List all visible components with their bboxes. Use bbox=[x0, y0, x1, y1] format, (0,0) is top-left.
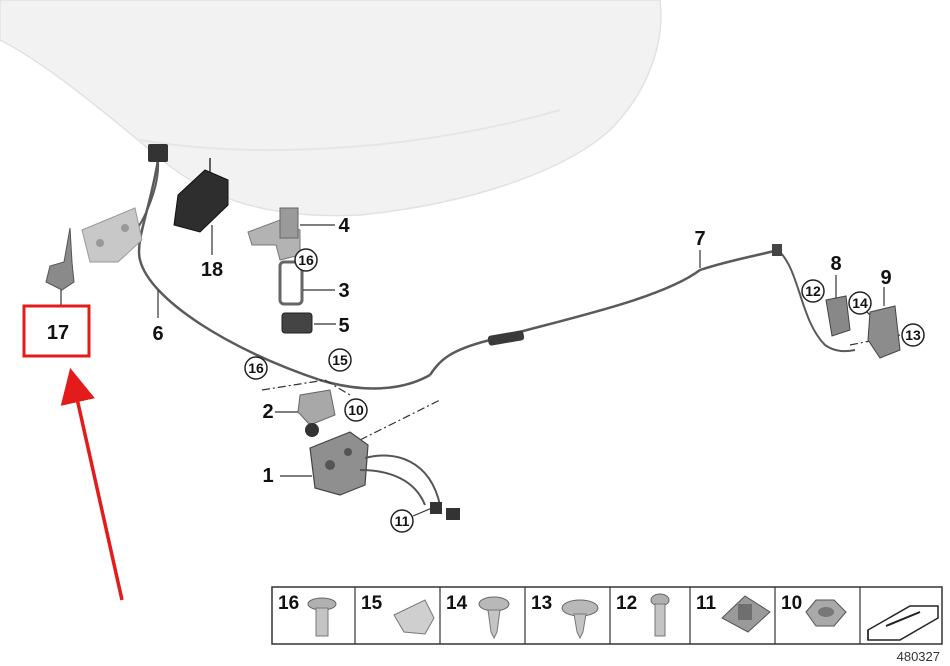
svg-text:16: 16 bbox=[298, 252, 314, 268]
svg-text:16: 16 bbox=[248, 360, 264, 376]
circled-callout-11: 11 bbox=[390, 507, 433, 533]
callout-6: 6 bbox=[152, 323, 163, 345]
part-4-bracket bbox=[247, 207, 335, 261]
svg-text:14: 14 bbox=[446, 593, 468, 614]
callout-5: 5 bbox=[338, 315, 349, 337]
part-5-pad bbox=[281, 312, 336, 334]
orientation-symbol-icon bbox=[867, 605, 939, 641]
callout-18: 18 bbox=[201, 259, 223, 281]
svg-text:15: 15 bbox=[332, 352, 348, 368]
fastener-13-screw-icon: 13 bbox=[531, 593, 599, 640]
callout-2: 2 bbox=[262, 401, 273, 423]
highlight-part-17: 17 bbox=[22, 290, 91, 358]
cable-7 bbox=[428, 244, 856, 376]
callout-17: 17 bbox=[47, 322, 69, 344]
circled-callout-14: 14 bbox=[848, 291, 872, 315]
part-3-gasket bbox=[278, 260, 335, 306]
svg-text:13: 13 bbox=[531, 593, 552, 614]
callout-9: 9 bbox=[880, 267, 891, 289]
fastener-14-screw-icon: 14 bbox=[446, 593, 510, 640]
svg-text:15: 15 bbox=[361, 593, 383, 614]
callout-8: 8 bbox=[830, 253, 841, 275]
fastener-12-bolt-icon: 12 bbox=[616, 593, 670, 637]
red-arrow-icon bbox=[60, 367, 124, 601]
part-17-bracket bbox=[45, 227, 75, 291]
svg-text:12: 12 bbox=[616, 593, 637, 614]
svg-text:16: 16 bbox=[278, 593, 299, 614]
part-9-bracket bbox=[867, 287, 901, 359]
circled-callout-12: 12 bbox=[801, 279, 825, 303]
callout-1: 1 bbox=[262, 465, 273, 487]
callout-3: 3 bbox=[338, 280, 349, 302]
part-18-handle bbox=[173, 158, 229, 255]
part-1-hood-lock bbox=[280, 431, 460, 520]
callout-7: 7 bbox=[694, 228, 705, 250]
callout-4: 4 bbox=[338, 215, 350, 237]
svg-text:11: 11 bbox=[395, 513, 410, 529]
circled-callout-13: 13 bbox=[901, 323, 925, 347]
svg-text:10: 10 bbox=[348, 402, 364, 418]
svg-text:14: 14 bbox=[852, 295, 868, 311]
cable-connector-icon bbox=[148, 144, 168, 162]
svg-text:10: 10 bbox=[781, 593, 802, 614]
hood-shape bbox=[0, 0, 662, 217]
circled-callout-16-bottom: 16 bbox=[244, 356, 268, 380]
part-8-catch bbox=[825, 275, 851, 337]
fastener-11-clip-icon: 11 bbox=[696, 593, 771, 633]
hood-latch-bracket bbox=[81, 207, 143, 263]
part-2-cap bbox=[275, 389, 336, 437]
svg-text:12: 12 bbox=[805, 283, 821, 299]
fastener-strip: 16 15 14 13 12 11 bbox=[271, 586, 943, 645]
circled-callout-15: 15 bbox=[328, 348, 352, 372]
svg-text:11: 11 bbox=[696, 593, 717, 614]
fastener-16-bolt-icon: 16 bbox=[278, 593, 337, 637]
circled-callout-10: 10 bbox=[344, 398, 368, 422]
fastener-15-clip-icon: 15 bbox=[361, 593, 435, 635]
diagram-reference-number: 480327 bbox=[897, 649, 940, 664]
svg-text:13: 13 bbox=[905, 327, 921, 343]
circled-callout-16-top: 16 bbox=[294, 248, 318, 272]
fastener-10-nut-icon: 10 bbox=[781, 593, 847, 627]
